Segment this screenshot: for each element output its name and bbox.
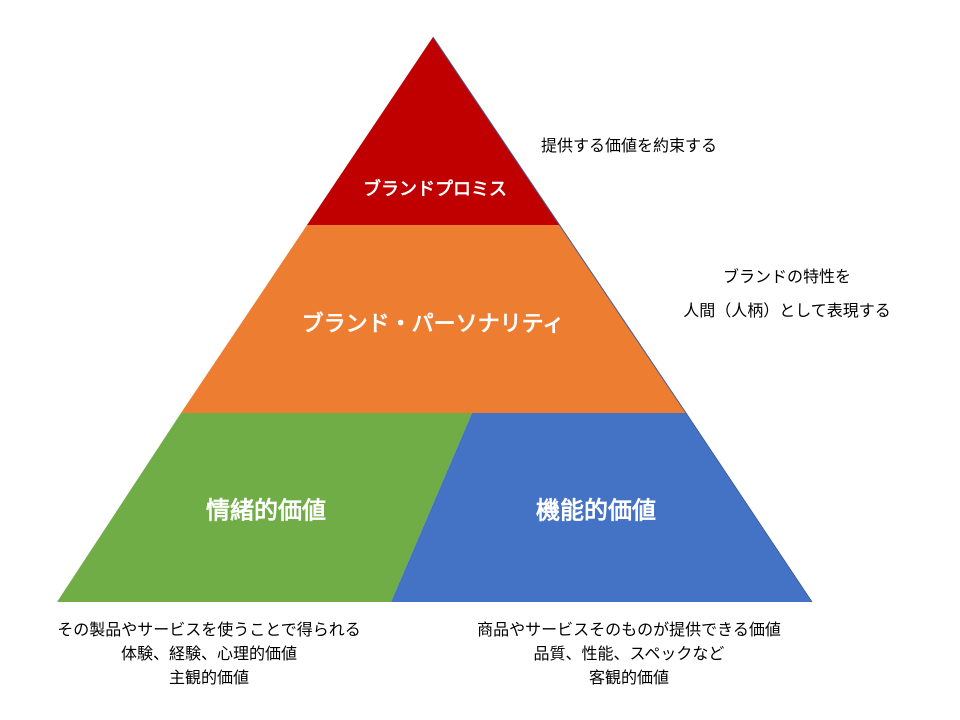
pyramid-right-edge — [432, 36, 813, 603]
emotional-value-caption: その製品やサービスを使うことで得られる 体験、経験、心理的価値 主観的価値 — [57, 618, 361, 690]
brand-personality-layer — [181, 225, 686, 413]
emotional-caption-line: 主観的価値 — [168, 668, 249, 687]
functional-value-layer — [391, 413, 812, 602]
functional-caption-line: 客観的価値 — [588, 668, 669, 687]
functional-caption-line: 品質、性能、スペックなど — [533, 644, 725, 663]
brand-promise-annotation: 提供する価値を約束する — [541, 136, 718, 155]
brand-promise-layer — [307, 37, 560, 225]
emotional-caption-line: 体験、経験、心理的価値 — [120, 644, 297, 663]
brand-personality-annotation-line: 人間（人柄）として表現する — [683, 301, 891, 320]
brand-personality-annotation-line: ブランドの特性を — [722, 267, 851, 286]
emotional-caption-line: その製品やサービスを使うことで得られる — [57, 620, 361, 639]
emotional-value-label: 情緒的価値 — [206, 496, 326, 525]
brand-promise-label: ブランドプロミス — [363, 179, 507, 200]
brand-personality-annotation: ブランドの特性を 人間（人柄）として表現する — [683, 260, 891, 328]
functional-value-caption: 商品やサービスそのものが提供できる価値 品質、性能、スペックなど 客観的価値 — [477, 618, 781, 690]
functional-caption-line: 商品やサービスそのものが提供できる価値 — [477, 620, 781, 639]
brand-personality-label: ブランド・パーソナリティ — [301, 312, 565, 337]
functional-value-label: 機能的価値 — [536, 496, 656, 525]
emotional-value-layer — [57, 413, 472, 602]
